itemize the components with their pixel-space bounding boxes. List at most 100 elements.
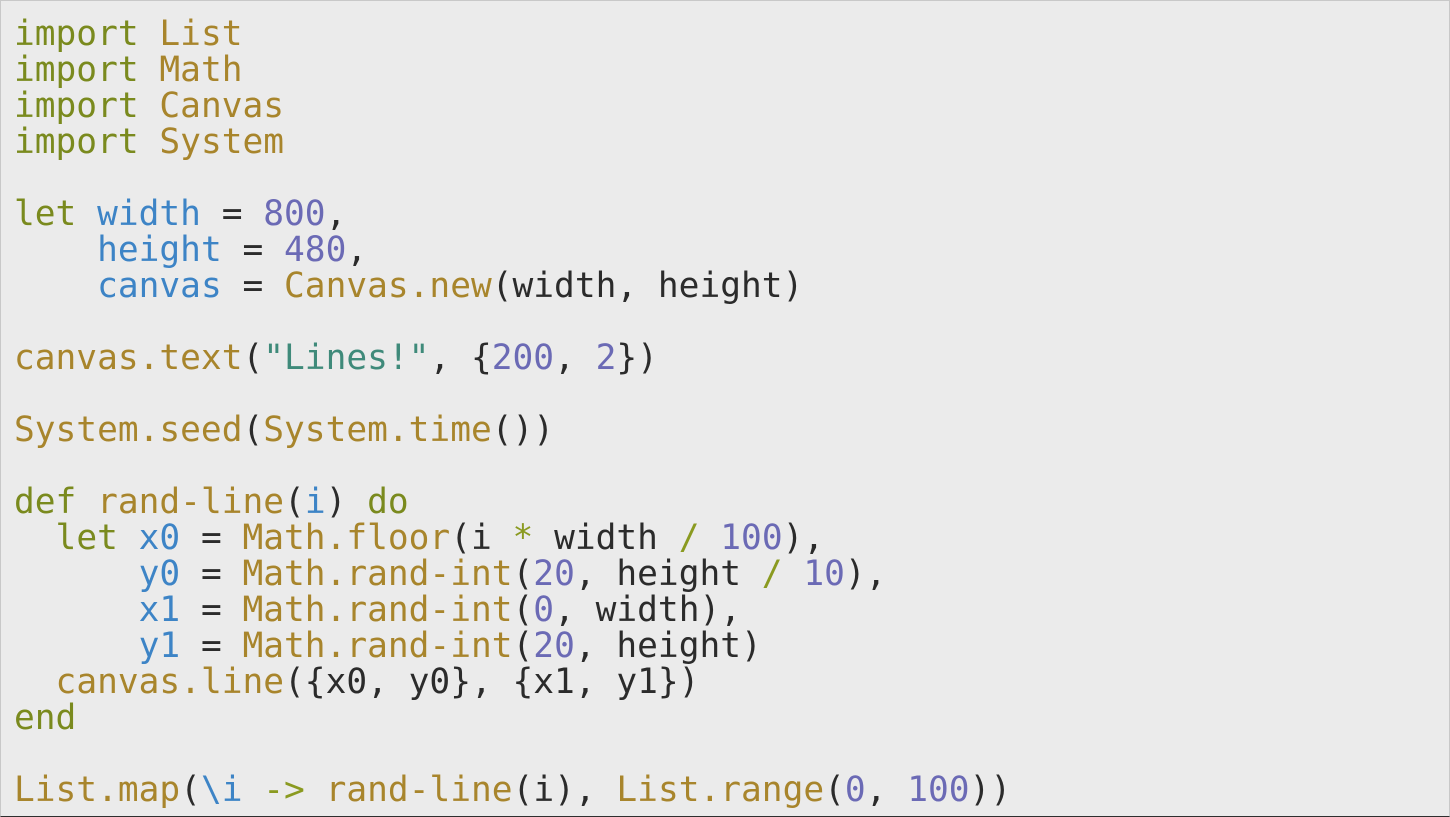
code-token xyxy=(14,662,56,702)
code-token: List.map xyxy=(14,770,181,810)
code-line: import List xyxy=(14,16,1011,52)
code-token: x1 xyxy=(138,590,181,630)
code-token: Math.rand-int xyxy=(242,626,513,666)
code-token: rand-line xyxy=(325,770,513,810)
code-token: 20 xyxy=(533,626,575,666)
code-line: import Canvas xyxy=(14,88,1011,124)
code-token: ( xyxy=(242,410,264,450)
code-token: (width, height) xyxy=(491,266,804,306)
code-line: System.seed(System.time()) xyxy=(14,412,1011,448)
code-token: import xyxy=(14,86,139,126)
code-token: / xyxy=(761,554,783,594)
code-token: 2 xyxy=(595,338,617,378)
code-token: 0 xyxy=(533,590,555,630)
code-token: }) xyxy=(616,338,658,378)
code-token: 10 xyxy=(803,554,845,594)
code-token: width xyxy=(533,518,679,558)
code-token: 20 xyxy=(533,554,575,594)
code-token xyxy=(14,518,56,558)
code-line: let width = 800, xyxy=(14,196,1011,232)
code-token xyxy=(14,266,97,306)
code-line: def rand-line(i) do xyxy=(14,484,1011,520)
code-token xyxy=(14,590,139,630)
code-token: 0 xyxy=(844,770,866,810)
code-token: ( xyxy=(180,770,201,810)
code-line: canvas.text("Lines!", {200, 2}) xyxy=(14,340,1011,376)
code-token: , { xyxy=(429,338,492,378)
code-token: = xyxy=(180,518,243,558)
code-token: let xyxy=(14,194,77,234)
code-token: * xyxy=(512,518,534,558)
code-token: let xyxy=(55,518,118,558)
code-token: Math.floor xyxy=(242,518,451,558)
code-token: ( xyxy=(284,482,305,522)
code-token xyxy=(76,482,97,522)
code-token: rand-line xyxy=(97,482,285,522)
code-token: Math.rand-int xyxy=(242,590,513,630)
code-token xyxy=(139,50,160,90)
code-line: ​ xyxy=(14,736,1011,772)
code-token: import xyxy=(14,50,139,90)
code-token: = xyxy=(180,626,243,666)
code-token: Canvas xyxy=(159,86,285,126)
code-line: ​ xyxy=(14,160,1011,196)
code-token: Canvas.new xyxy=(284,266,492,306)
code-token: )) xyxy=(969,770,1012,810)
code-token: Math.rand-int xyxy=(242,554,513,594)
code-token xyxy=(118,518,139,558)
code-token: ( xyxy=(512,554,534,594)
code-token: "Lines!" xyxy=(263,338,430,378)
code-token: System xyxy=(159,122,285,162)
code-token: -> xyxy=(263,770,305,810)
code-token xyxy=(305,770,326,810)
code-token: , xyxy=(325,194,347,234)
code-token: , width), xyxy=(554,590,742,630)
code-line: List.map(\i -> rand-line(i), List.range(… xyxy=(14,772,1011,808)
code-token: canvas.text xyxy=(14,338,243,378)
code-token xyxy=(14,554,139,594)
code-token: canvas xyxy=(97,266,222,306)
code-line: canvas.line({x0, y0}, {x1, y1}) xyxy=(14,664,1011,700)
code-token: ( xyxy=(512,626,534,666)
code-token: 100 xyxy=(907,770,970,810)
code-token: (i), xyxy=(512,770,617,810)
code-token: , height) xyxy=(574,626,762,666)
code-token: List.range xyxy=(616,770,825,810)
code-token: / xyxy=(678,518,700,558)
code-line: ​ xyxy=(14,448,1011,484)
code-token: ({x0, y0}, {x1, y1}) xyxy=(284,662,700,702)
code-token: System.time xyxy=(263,410,492,450)
code-token: ( xyxy=(512,590,534,630)
code-token xyxy=(76,194,97,234)
code-token: import xyxy=(14,14,139,54)
code-token: , height xyxy=(574,554,762,594)
code-token: y0 xyxy=(138,554,181,594)
code-token: width xyxy=(97,194,201,234)
code-token: 100 xyxy=(720,518,783,558)
code-token: height xyxy=(97,230,222,270)
code-line: import System xyxy=(14,124,1011,160)
code-token xyxy=(139,86,160,126)
code-token: Math xyxy=(159,50,243,90)
code-token: import xyxy=(14,122,139,162)
code-token xyxy=(783,554,804,594)
code-token xyxy=(139,122,160,162)
code-token: (i xyxy=(450,518,513,558)
code-token: do xyxy=(367,482,409,522)
code-token: , xyxy=(865,770,908,810)
code-token: canvas.line xyxy=(55,662,285,702)
code-token: = xyxy=(221,266,285,306)
code-token xyxy=(139,14,160,54)
code-line: height = 480, xyxy=(14,232,1011,268)
code-line: canvas = Canvas.new(width, height) xyxy=(14,268,1011,304)
code-token: List xyxy=(159,14,243,54)
code-token: i xyxy=(304,482,326,522)
code-token xyxy=(243,770,264,810)
code-token xyxy=(700,518,721,558)
code-token: 480 xyxy=(284,230,347,270)
code-line: let x0 = Math.floor(i * width / 100), xyxy=(14,520,1011,556)
code-token xyxy=(14,626,139,666)
code-token: ( xyxy=(824,770,845,810)
